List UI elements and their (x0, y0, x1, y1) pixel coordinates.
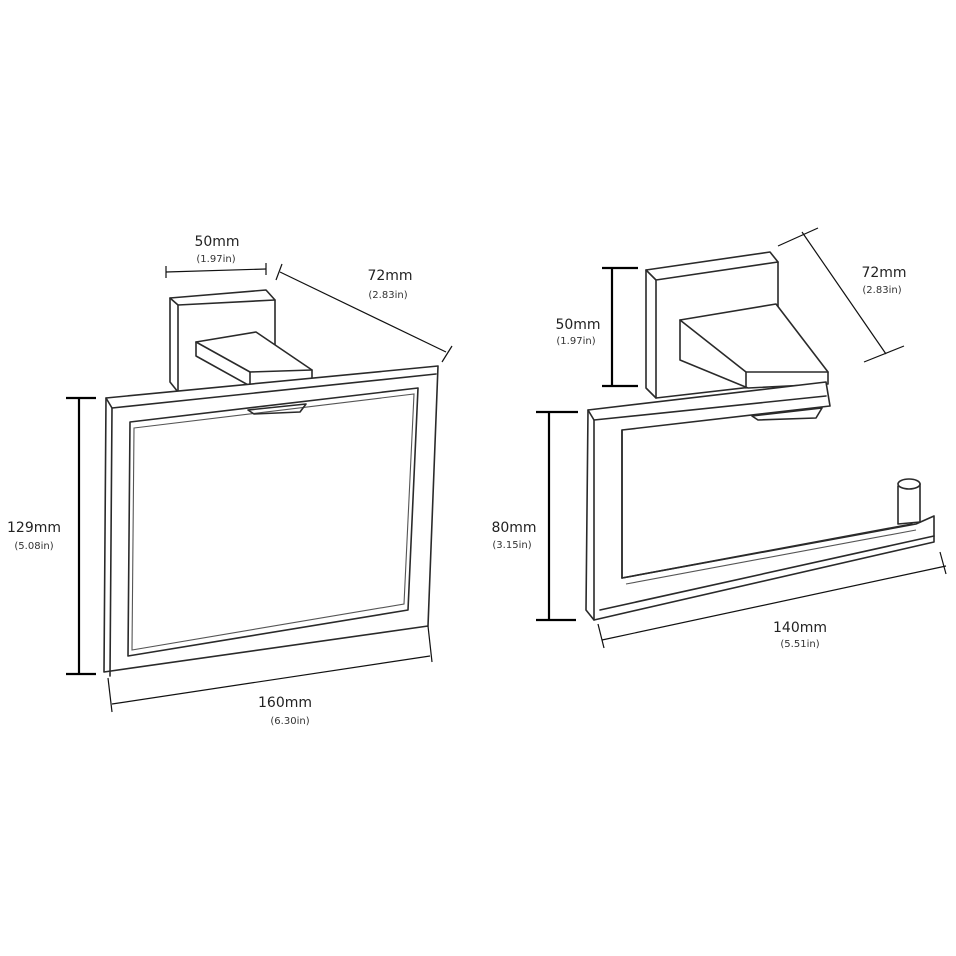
towel-ring-depth-in: (2.83in) (368, 290, 407, 301)
towel-ring-width-in: (1.97in) (196, 254, 235, 265)
paper-holder-end-knob (897, 483, 921, 525)
towel-ring-drawing (66, 263, 453, 713)
paper-holder-height-mm: 80mm (491, 520, 536, 536)
towel-ring-inner-opening (127, 387, 419, 657)
paper-holder-height-in: (3.15in) (492, 540, 531, 551)
paper-holder-arm (679, 303, 829, 389)
paper-holder-base-mm: 50mm (555, 317, 600, 333)
towel-ring-height-mm: 129mm (7, 520, 61, 536)
paper-holder-length-in: (5.51in) (780, 639, 819, 650)
paper-holder-depth-in: (2.83in) (862, 285, 901, 296)
paper-holder-length-mm: 140mm (773, 620, 827, 636)
towel-ring-length-mm: 160mm (258, 695, 312, 711)
paper-holder-base-in: (1.97in) (556, 336, 595, 347)
paper-holder-depth-mm: 72mm (861, 265, 906, 281)
towel-ring-width-mm: 50mm (194, 234, 239, 250)
paper-holder-frame (585, 381, 935, 621)
paper-holder-drawing (536, 227, 947, 649)
towel-ring-height-in: (5.08in) (14, 541, 53, 552)
towel-ring-length-in: (6.30in) (270, 716, 309, 727)
towel-ring-depth-mm: 72mm (367, 268, 412, 284)
